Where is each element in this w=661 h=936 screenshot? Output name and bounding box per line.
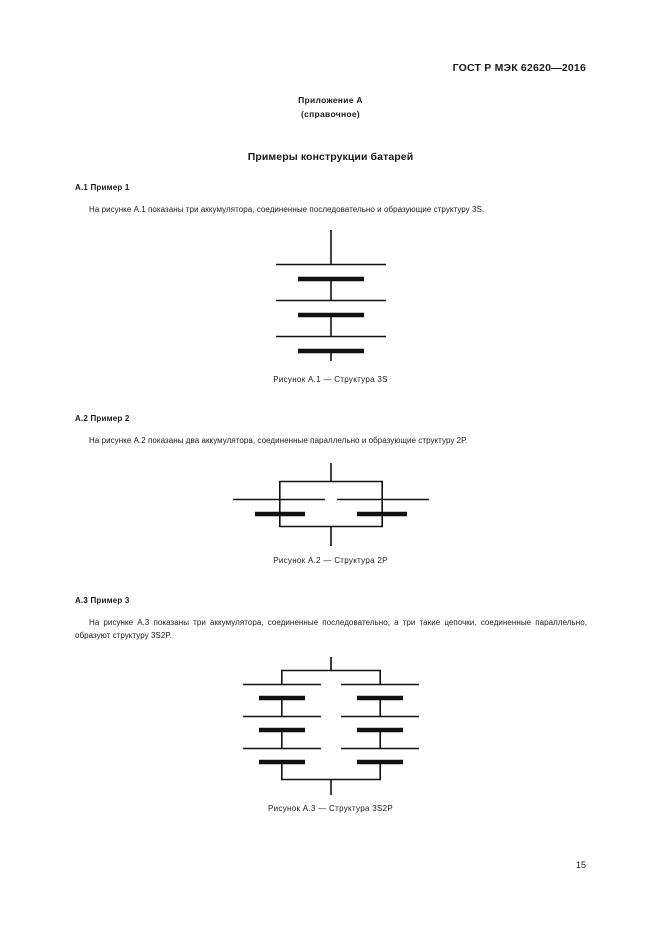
figure-a3 (0, 656, 661, 796)
paragraph-text-a3: На рисунке А.3 показаны три аккумулятора… (75, 618, 587, 640)
section-paragraph-a3: На рисунке А.3 показаны три аккумулятора… (75, 616, 587, 642)
figure-a2 (0, 462, 661, 547)
figure-caption-a3: Рисунок А.3 — Структура 3S2P (268, 804, 393, 813)
annex-section-heading: Примеры конструкции батарей (247, 151, 414, 163)
section-heading-a2: А.2 Пример 2 (75, 414, 130, 423)
paragraph-text-a2: На рисунке А.2 показаны два аккумулятора… (89, 436, 468, 445)
series-3s-circuit-svg (275, 230, 386, 361)
annex-title: Приложение А (298, 95, 363, 105)
section-paragraph-a1: На рисунке А.1 показаны три аккумулятора… (75, 203, 587, 216)
parallel-2p-circuit-svg (232, 463, 429, 546)
figure-a1 (0, 228, 661, 363)
paragraph-text-a1: На рисунке А.1 показаны три аккумулятора… (89, 205, 485, 214)
series-parallel-3s2p-circuit-svg (242, 657, 419, 795)
document-header-standard-number: ГОСТ Р МЭК 62620—2016 (452, 62, 586, 74)
annex-heading-block: Приложение А (справочное) (0, 93, 661, 121)
page-number: 15 (575, 860, 586, 870)
section-heading-a1: А.1 Пример 1 (75, 183, 130, 192)
figure-caption-a2: Рисунок А.2 — Структура 2Р (273, 556, 388, 565)
annex-subtitle: (справочное) (300, 109, 361, 119)
section-paragraph-a2: На рисунке А.2 показаны два аккумулятора… (75, 434, 587, 447)
section-heading-a3: А.3 Пример 3 (75, 596, 130, 605)
figure-caption-a1: Рисунок А.1 — Структура 3S (273, 375, 388, 384)
